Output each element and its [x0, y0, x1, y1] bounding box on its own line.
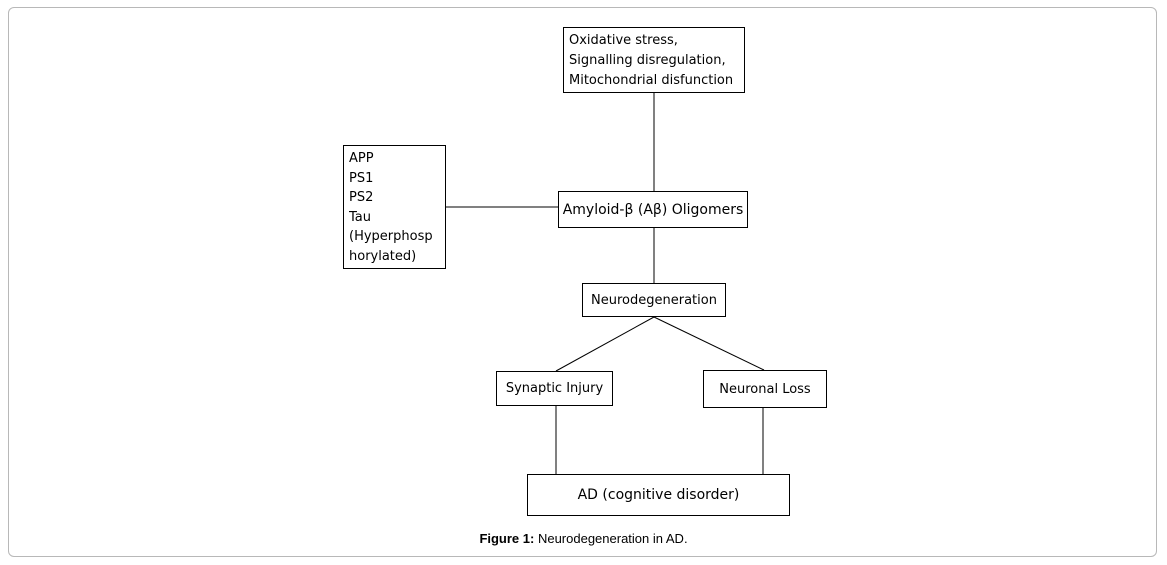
- figure-frame: [8, 7, 1157, 557]
- genetic-factors-box: APP PS1 PS2 Tau (Hyperphosp horylated): [343, 145, 446, 269]
- ad-cognitive-disorder-label: AD (cognitive disorder): [577, 487, 740, 503]
- figure-caption: Figure 1: Neurodegeneration in AD.: [0, 531, 1167, 546]
- connector-neurodegeneration-to-neuronal-loss: [653, 316, 765, 371]
- stress-factors-line: Mitochondrial disfunction: [569, 73, 734, 88]
- figure-caption-label: Figure 1:: [479, 531, 535, 546]
- connector-neurodegeneration-to-synaptic-injury: [555, 316, 655, 372]
- ad-cognitive-disorder-box: AD (cognitive disorder): [527, 474, 790, 516]
- stress-factors-line: Signalling disregulation,: [569, 53, 726, 68]
- synaptic-injury-box: Synaptic Injury: [496, 371, 613, 406]
- genetic-factor-line: horylated): [349, 248, 417, 264]
- genetic-factor-line: PS2: [349, 190, 374, 205]
- genetic-factor-line: PS1: [349, 170, 374, 186]
- genetic-factor-line: Tau: [349, 209, 371, 225]
- neuronal-loss-box: Neuronal Loss: [703, 370, 827, 408]
- figure-caption-text: Neurodegeneration in AD.: [534, 531, 688, 546]
- genetic-factor-line: APP: [349, 151, 374, 166]
- stress-factors-line: Oxidative stress,: [569, 33, 678, 48]
- amyloid-oligomers-box: Amyloid-β (Aβ) Oligomers: [558, 191, 748, 228]
- genetic-factor-line: (Hyperphosp: [349, 229, 433, 244]
- synaptic-injury-label: Synaptic Injury: [505, 381, 604, 396]
- neurodegeneration-label: Neurodegeneration: [591, 292, 717, 308]
- amyloid-oligomers-label: Amyloid-β (Aβ) Oligomers: [562, 201, 744, 218]
- neuronal-loss-label: Neuronal Loss: [719, 381, 811, 397]
- stress-factors-box: Oxidative stress, Signalling disregulati…: [563, 27, 745, 93]
- neurodegeneration-box: Neurodegeneration: [582, 283, 726, 317]
